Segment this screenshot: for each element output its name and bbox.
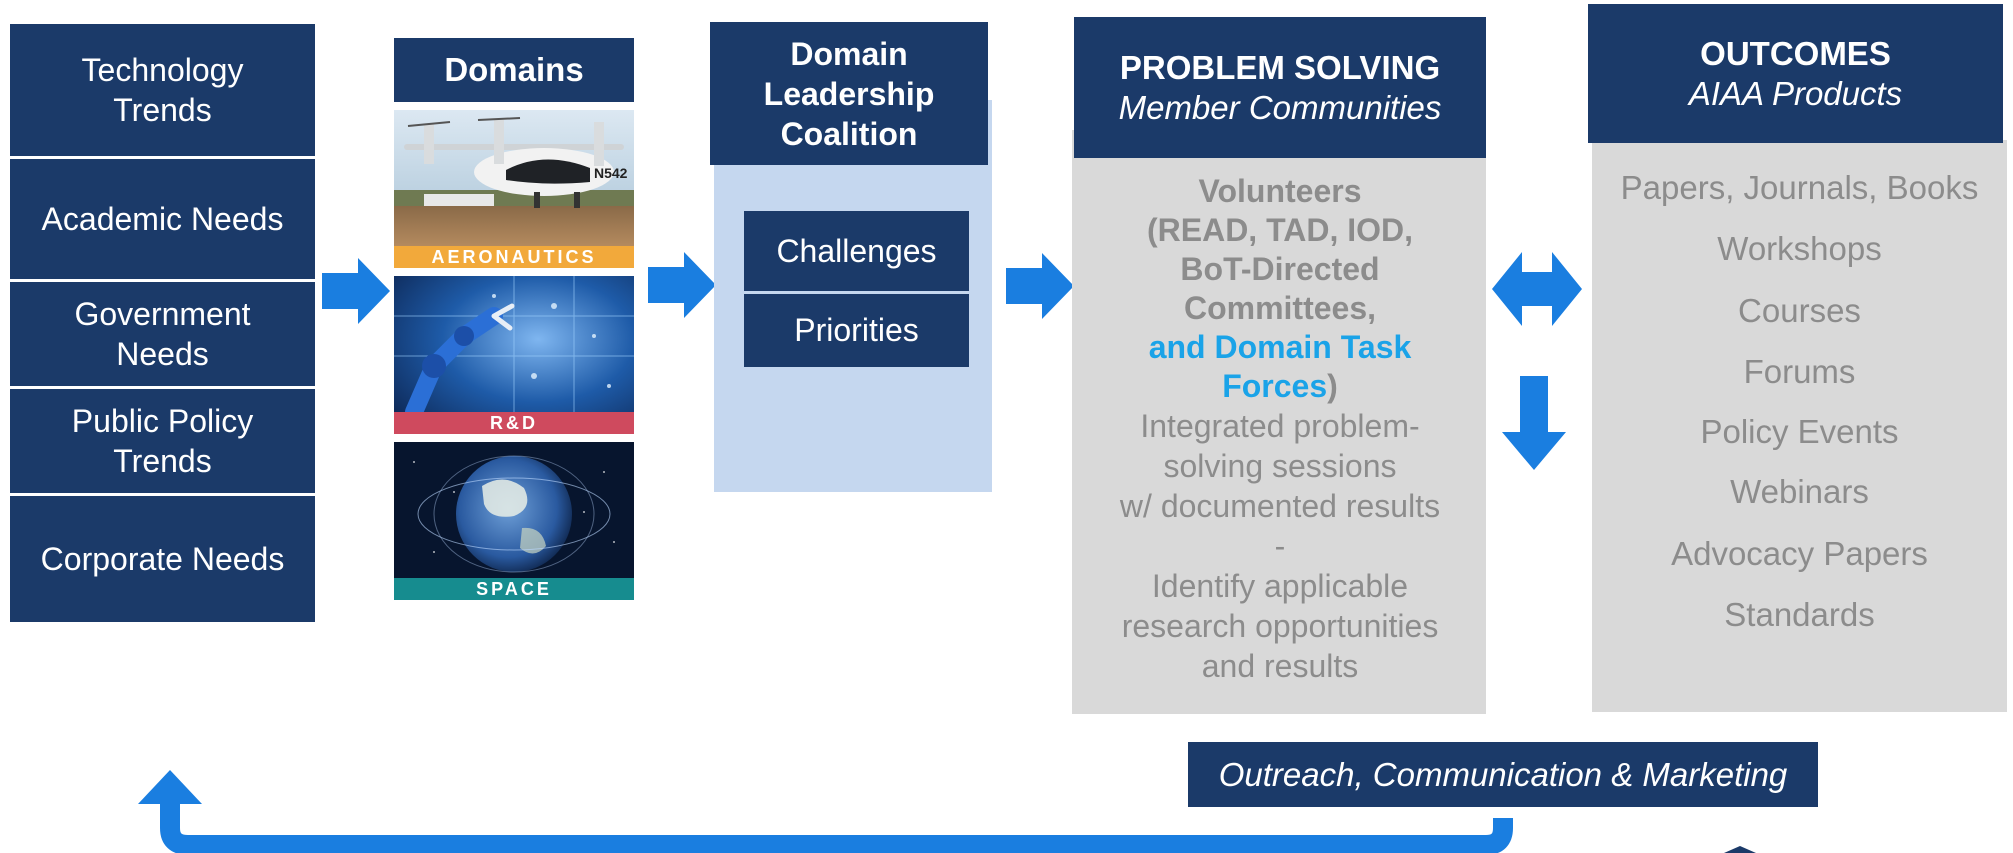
input-public-policy-trends: Public Policy Trends — [10, 389, 315, 493]
coalition-item-label: Priorities — [794, 312, 919, 348]
input-label: Technology Trends — [81, 52, 244, 128]
outreach-banner: Outreach, Communication & Marketing — [1188, 742, 1818, 807]
outcome-item: Courses — [1738, 292, 1861, 329]
problem-solving-title: PROBLEM SOLVING — [1119, 48, 1441, 86]
coalition-priorities: Priorities — [744, 294, 969, 367]
desc-line: and results — [1201, 648, 1359, 684]
desc-line: research opportunities — [1121, 608, 1439, 644]
input-technology-trends: Technology Trends — [10, 24, 315, 156]
robot-arm-illustration — [394, 276, 634, 434]
volunteers-line: Volunteers — [1198, 173, 1362, 209]
arrow-down-icon — [1502, 376, 1566, 470]
double-arrow-icon — [1492, 252, 1582, 326]
outcome-item: Advocacy Papers — [1671, 535, 1928, 572]
outcomes-header: OUTCOMES AIAA Products — [1588, 4, 2003, 143]
earth-illustration — [394, 442, 634, 600]
input-government-needs: Government Needs — [10, 282, 315, 386]
problem-solving-panel — [1072, 130, 1486, 714]
input-label: Academic Needs — [41, 201, 284, 237]
problem-solving-description: Integrated problem- solving sessions w/ … — [1074, 406, 1486, 686]
outcomes-title: OUTCOMES — [1700, 34, 1891, 72]
desc-line: Identify applicable — [1151, 568, 1409, 604]
arrow-right-icon — [1006, 253, 1074, 319]
desc-separator: - — [1274, 528, 1286, 564]
desc-line: solving sessions — [1163, 448, 1397, 484]
arrow-right-icon — [322, 258, 390, 324]
outcome-item: Papers, Journals, Books — [1620, 169, 1979, 206]
rnd-image: R&D — [394, 276, 634, 434]
volunteers-line: (READ, TAD, IOD, — [1146, 212, 1414, 248]
coalition-title: Domain Leadership Coalition — [710, 22, 988, 165]
arrow-right-icon — [648, 252, 716, 318]
close-paren: ) — [1327, 368, 1338, 404]
space-image: SPACE — [394, 442, 634, 600]
problem-solving-content: Volunteers (READ, TAD, IOD, BoT-Directed… — [1074, 172, 1486, 686]
outreach-text: Outreach, Communication & Marketing — [1218, 755, 1788, 793]
task-forces-line: Forces — [1222, 368, 1328, 404]
volunteers-line: BoT-Directed — [1180, 251, 1380, 287]
domain-label-space: SPACE — [394, 578, 634, 600]
aircraft-registration: N542 — [594, 165, 628, 181]
domains-title-text: Domains — [444, 51, 584, 88]
input-corporate-needs: Corporate Needs — [10, 496, 315, 622]
coalition-challenges: Challenges — [744, 211, 969, 291]
input-label: Corporate Needs — [40, 541, 285, 577]
desc-line: Integrated problem- — [1140, 408, 1420, 444]
problem-solving-subtitle: Member Communities — [1118, 88, 1442, 126]
input-label: Government Needs — [74, 296, 251, 372]
coalition-title-text: Domain Leadership Coalition — [763, 35, 935, 152]
domain-label-aeronautics: AERONAUTICS — [394, 246, 634, 268]
outcomes-panel — [1592, 140, 2007, 712]
outcome-item: Policy Events — [1700, 413, 1899, 450]
aircraft-illustration: N542 — [394, 110, 634, 246]
task-forces-line: and Domain Task — [1148, 329, 1412, 365]
input-label: Public Policy Trends — [71, 403, 254, 479]
aeronautics-image: N542 AERONAUTICS — [394, 110, 634, 268]
volunteers-text: Volunteers (READ, TAD, IOD, BoT-Directed… — [1074, 172, 1486, 406]
outcome-item: Webinars — [1730, 473, 1869, 510]
outcome-item: Workshops — [1717, 230, 1882, 267]
problem-solving-header: PROBLEM SOLVING Member Communities — [1074, 17, 1486, 158]
input-academic-needs: Academic Needs — [10, 159, 315, 279]
feedback-loop-arrow-icon — [138, 770, 1756, 853]
coalition-item-label: Challenges — [776, 232, 937, 269]
domain-label-rnd: R&D — [394, 412, 634, 434]
outcomes-subtitle: AIAA Products — [1688, 74, 1903, 112]
desc-line: w/ documented results — [1119, 488, 1441, 524]
outcome-item: Forums — [1743, 353, 1856, 390]
outcome-item: Standards — [1724, 596, 1875, 633]
domains-title: Domains — [394, 38, 634, 102]
volunteers-line: Committees, — [1183, 290, 1377, 326]
